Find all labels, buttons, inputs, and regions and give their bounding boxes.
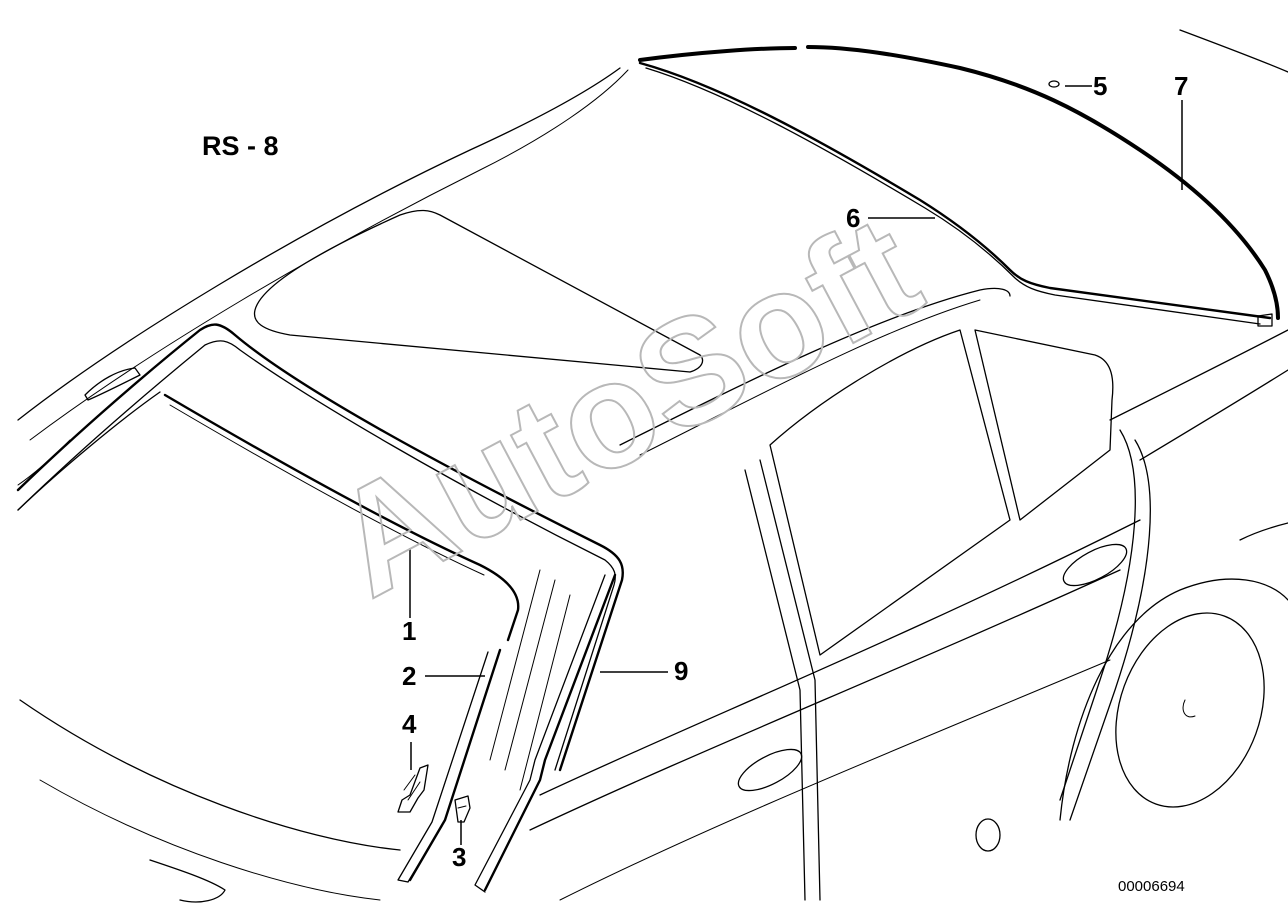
callout-1: 1 [402,616,416,646]
callout-9: 9 [674,656,688,686]
car-body-outline [17,29,1288,903]
part-5-grommet [1048,80,1060,88]
part-3-clip [454,795,471,823]
leader-lines [409,85,1183,845]
callout-labels: 1 2 3 4 5 6 7 9 [402,71,1188,872]
part-2-side-trim [397,648,502,883]
callout-6: 6 [846,203,860,233]
drawing-number: 00006694 [1118,878,1185,895]
callout-7: 7 [1174,71,1188,101]
part-9-pillar-trim [474,573,617,893]
part-6-rear-window-moulding [638,45,1280,327]
callout-2: 2 [402,661,416,691]
callout-4: 4 [402,709,417,739]
callout-3: 3 [452,842,466,872]
part-1-windshield-moulding [163,393,520,642]
section-label: RS - 8 [202,131,279,161]
callout-5: 5 [1093,71,1107,101]
watermark: AutoSoft [306,183,944,629]
part-4-clip [397,764,429,813]
windshield-seal [16,323,624,772]
